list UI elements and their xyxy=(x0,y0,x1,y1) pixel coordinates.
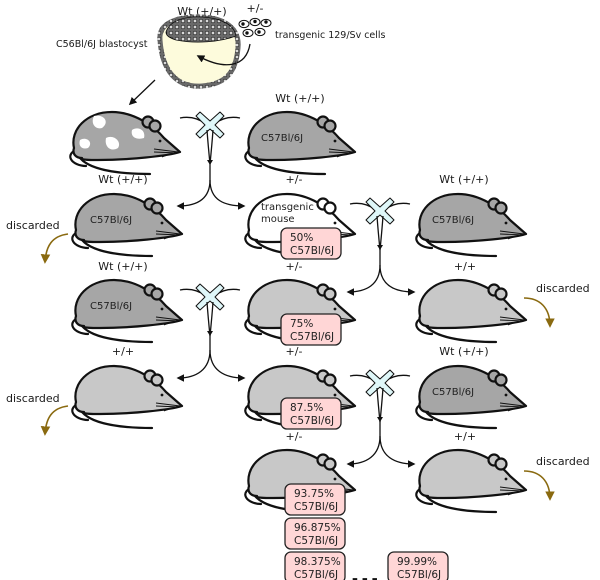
discard-arrow-gen4 xyxy=(523,470,555,501)
strain-badge-99-99: 99.99% C57Bl/6J xyxy=(387,551,449,580)
partner-mouse-gen1: C57Bl/6J xyxy=(415,192,528,258)
wildtype-offspring-gen3 xyxy=(71,364,184,430)
strain-badge-96-875: 96.875% C57Bl/6J xyxy=(284,517,346,550)
left-genotype-gen3: +/+ xyxy=(112,345,134,358)
left-genotype-gen1: Wt (+/+) xyxy=(98,173,147,186)
badge-pct: 93.75% xyxy=(294,488,334,500)
partner-genotype-gen1: Wt (+/+) xyxy=(439,173,488,186)
chimera-mouse xyxy=(69,110,182,176)
badge-pct: 96.875% xyxy=(294,522,341,534)
discarded-label-gen3: discarded xyxy=(6,392,60,405)
right-genotype-gen2: +/+ xyxy=(454,260,476,273)
discarded-label-gen2: discarded xyxy=(536,282,590,295)
left-genotype-gen2: Wt (+/+) xyxy=(98,260,147,273)
transgenic-mouse-gen1: transgenic mouse xyxy=(244,192,357,258)
es-cells-icon xyxy=(238,17,272,38)
strain-label: C57Bl/6J xyxy=(432,387,474,398)
cross-icon xyxy=(349,369,411,423)
injection-arrow xyxy=(196,43,251,66)
cells-genotype-label: +/- xyxy=(247,2,264,15)
partner-genotype-gen0: Wt (+/+) xyxy=(275,92,324,105)
badge-pct: 87.5% xyxy=(290,402,323,414)
carrier-label-line1: transgenic xyxy=(261,202,314,213)
offspring-arrow-right xyxy=(209,349,246,382)
carrier-genotype-gen3: +/- xyxy=(286,345,303,358)
wildtype-offspring-gen4 xyxy=(415,448,528,514)
badge-strain: C57Bl/6J xyxy=(294,535,338,547)
badge-pct: 75% xyxy=(290,318,313,330)
badge-strain: C57Bl/6J xyxy=(397,569,441,580)
offspring-arrow-left xyxy=(176,336,211,382)
offspring-arrow-right xyxy=(379,435,416,468)
carrier-label-line2: mouse xyxy=(261,214,295,225)
carrier-genotype-gen1: +/- xyxy=(286,173,303,186)
discard-arrow-gen1 xyxy=(40,233,69,264)
discarded-label-gen4: discarded xyxy=(536,455,590,468)
offspring-arrow-left xyxy=(346,250,381,296)
offspring-arrow-left xyxy=(346,422,381,468)
discard-arrow-gen2 xyxy=(523,297,555,328)
strain-badge-98-375: 98.375% C57Bl/6J xyxy=(284,551,346,580)
transfer-arrow xyxy=(128,79,156,106)
ellipsis: ... xyxy=(350,560,380,580)
blastocyst-group: Wt (+/+) C56Bl/6J blastocyst +/- transge… xyxy=(56,2,386,106)
strain-badge-93-75: 93.75% C57Bl/6J xyxy=(284,483,346,516)
carrier-genotype-gen4: +/- xyxy=(286,430,303,443)
offspring-arrow-left xyxy=(176,164,211,210)
discarded-label-gen1: discarded xyxy=(6,219,60,232)
badge-strain: C57Bl/6J xyxy=(294,569,338,580)
partner-strain-label: C57Bl/6J xyxy=(261,133,303,144)
badge-pct: 98.375% xyxy=(294,556,341,568)
badge-strain: C57Bl/6J xyxy=(294,501,338,513)
discard-arrow-gen3 xyxy=(40,405,69,436)
wildtype-offspring-gen1: C57Bl/6J xyxy=(71,192,184,258)
badge-pct: 99.99% xyxy=(397,556,437,568)
partner-genotype-gen3: Wt (+/+) xyxy=(439,345,488,358)
cross-icon xyxy=(179,283,241,337)
strain-badge-87-5: 87.5% C57Bl/6J xyxy=(280,397,342,430)
wildtype-offspring-gen2 xyxy=(415,278,528,344)
cross-icon xyxy=(349,197,411,251)
cells-label: transgenic 129/Sv cells xyxy=(275,30,386,41)
strain-label: C57Bl/6J xyxy=(432,215,474,226)
partner-mouse-gen3: C57Bl/6J xyxy=(415,364,528,430)
carrier-genotype-gen2: +/- xyxy=(286,260,303,273)
partner-mouse-gen0: C57Bl/6J xyxy=(244,110,357,176)
strain-label: C57Bl/6J xyxy=(90,301,132,312)
strain-badge-75: 75% C57Bl/6J xyxy=(280,313,342,346)
offspring-arrow-right xyxy=(209,179,246,210)
badge-pct: 50% xyxy=(290,232,313,244)
offspring-arrow-right xyxy=(379,264,416,296)
cross-icon xyxy=(179,111,241,165)
badge-strain: C57Bl/6J xyxy=(290,245,334,257)
wildtype-partner-gen2: C57Bl/6J xyxy=(71,278,184,344)
badge-strain: C57Bl/6J xyxy=(290,331,334,343)
inner-cell-mass-icon xyxy=(165,16,237,43)
strain-label: C57Bl/6J xyxy=(90,215,132,226)
strain-badge-50: 50% C57Bl/6J xyxy=(280,227,342,260)
right-genotype-gen4: +/+ xyxy=(454,430,476,443)
blastocyst-label: C56Bl/6J blastocyst xyxy=(56,39,148,50)
badge-strain: C57Bl/6J xyxy=(290,415,334,427)
